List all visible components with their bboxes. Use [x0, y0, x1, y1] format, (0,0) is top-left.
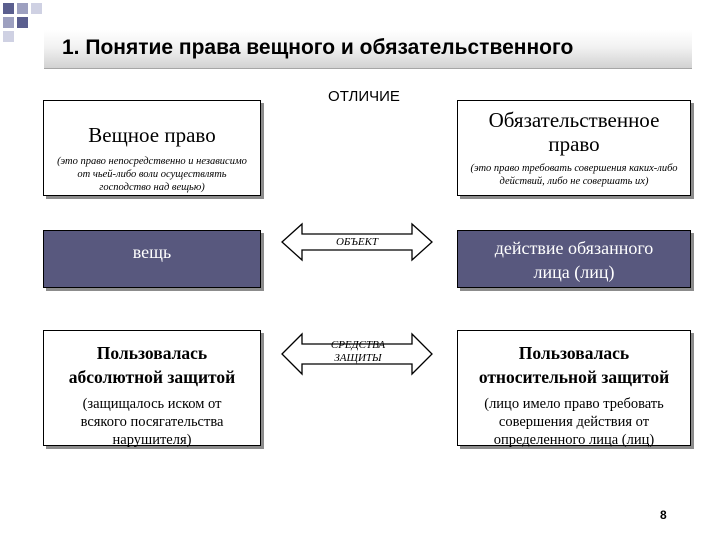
real-right-protection-box: Пользовалась абсолютной защитой (защищал…: [43, 330, 261, 448]
real-right-object-box: вещь: [43, 230, 261, 288]
page-number: 8: [660, 508, 667, 522]
slide-title: 1. Понятие права вещного и обязательстве…: [62, 36, 574, 59]
real-right-object: вещь: [132, 242, 172, 262]
corner-decoration: [3, 3, 42, 42]
real-right-note: (это право непосредственно и независимо …: [57, 156, 247, 193]
real-right-box: Вещное право (это право непосредственно …: [43, 100, 261, 196]
obligation-right-box: Обязательственное право (это право требо…: [457, 100, 691, 196]
relative-protection-title: Пользовалась относительной защитой: [478, 343, 670, 387]
obligation-right-heading: Обязательственное право: [488, 108, 660, 156]
absolute-protection-title: Пользовалась абсолютной защитой: [68, 343, 236, 387]
object-label: ОБЪЕКТ: [335, 236, 378, 248]
difference-label: ОТЛИЧИЕ: [328, 88, 400, 105]
protection-double-arrow: [281, 332, 433, 376]
obligation-right-note: (это право требовать совершения каких-ли…: [470, 163, 678, 187]
obligation-object-box: действие обязанного лица (лиц): [457, 230, 691, 288]
relative-protection-note: (лицо имело право требовать совершения д…: [484, 396, 664, 448]
absolute-protection-note: (защищалось иском от всякого посягательс…: [80, 396, 224, 448]
object-double-arrow: [281, 222, 433, 262]
title-bar: [44, 30, 692, 69]
obligation-protection-box: Пользовалась относительной защитой (лицо…: [457, 330, 691, 448]
real-right-heading: Вещное право: [88, 123, 216, 147]
protection-means-label: СРЕДСТВА ЗАЩИТЫ: [330, 339, 386, 364]
obligation-object: действие обязанного лица (лиц): [494, 238, 654, 282]
